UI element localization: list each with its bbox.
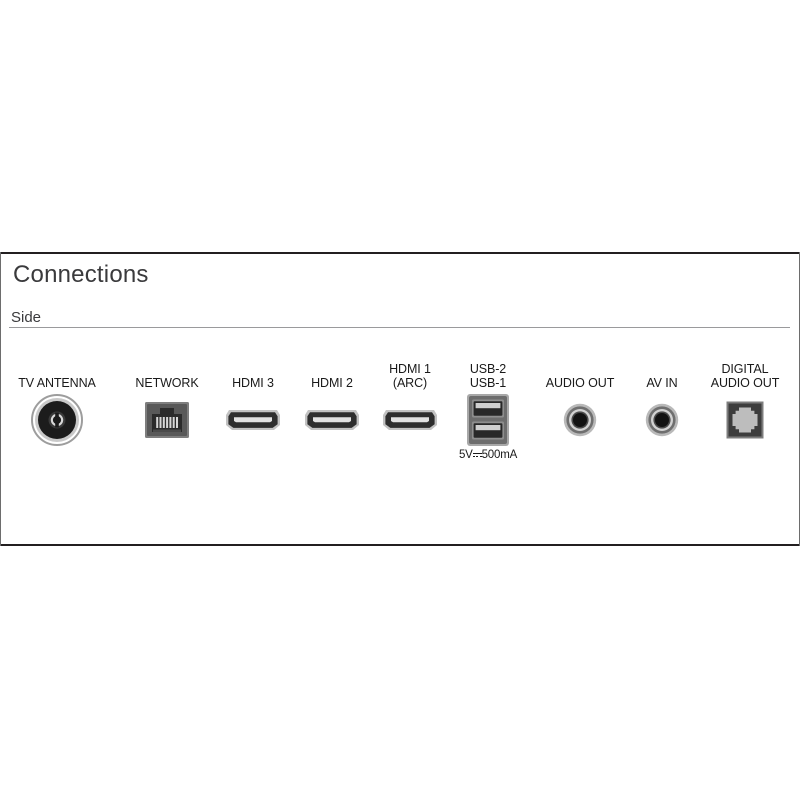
connections-panel [0, 252, 800, 546]
connector-label: AUDIO OUT [545, 375, 615, 390]
power-rating-voltage: 5V [458, 449, 473, 461]
power-rating-current: 500mA [481, 449, 518, 461]
connector-label: HDMI 1 (ARC) [389, 362, 431, 390]
rj45-ethernet-port [107, 392, 227, 448]
connector-label: DIGITAL AUDIO OUT [710, 362, 780, 390]
section-title: Side [11, 309, 42, 326]
hdmi-port [193, 392, 313, 448]
connector-label: USB-2 USB-1 [469, 362, 507, 390]
coax-antenna-port [0, 392, 117, 448]
connector-rj45-ethernet-port-1: NETWORK [107, 360, 227, 448]
connector-coax-antenna-port-0: TV ANTENNA [0, 360, 117, 448]
panel-left-border [0, 252, 1, 546]
connector-hdmi-port-2: HDMI 3 [193, 360, 313, 448]
connector-label: TV ANTENNA [18, 375, 96, 390]
connector-optical-toslink-port-8: DIGITAL AUDIO OUT [685, 360, 800, 448]
connector-hdmi-port-3: HDMI 2 [272, 360, 392, 448]
connector-row: TV ANTENNA NETWORK HDMI 3 HDMI 2 HDMI 1 (ARC… [0, 360, 800, 470]
hdmi-port [350, 392, 470, 448]
connector-audio-jack-port-7: AV IN [602, 360, 722, 448]
connector-label: HDMI 3 [232, 375, 274, 390]
dc-current-icon [472, 451, 482, 459]
section-divider [9, 327, 790, 328]
page-title: Connections [13, 261, 149, 288]
connector-label: AV IN [646, 375, 678, 390]
connector-label: HDMI 2 [311, 375, 353, 390]
hdmi-port [272, 392, 392, 448]
connector-audio-jack-port-6: AUDIO OUT [520, 360, 640, 448]
connector-power-rating: 5V 500mA [428, 449, 548, 461]
connector-hdmi-port-4: HDMI 1 (ARC) [350, 360, 470, 448]
connector-label: NETWORK [135, 375, 199, 390]
optical-toslink-port [685, 392, 800, 448]
audio-jack-port [602, 392, 722, 448]
dual-usb-a-port [428, 392, 548, 448]
audio-jack-port [520, 392, 640, 448]
connector-dual-usb-a-port-5: USB-2 USB-1 5V 500mA [428, 360, 548, 461]
